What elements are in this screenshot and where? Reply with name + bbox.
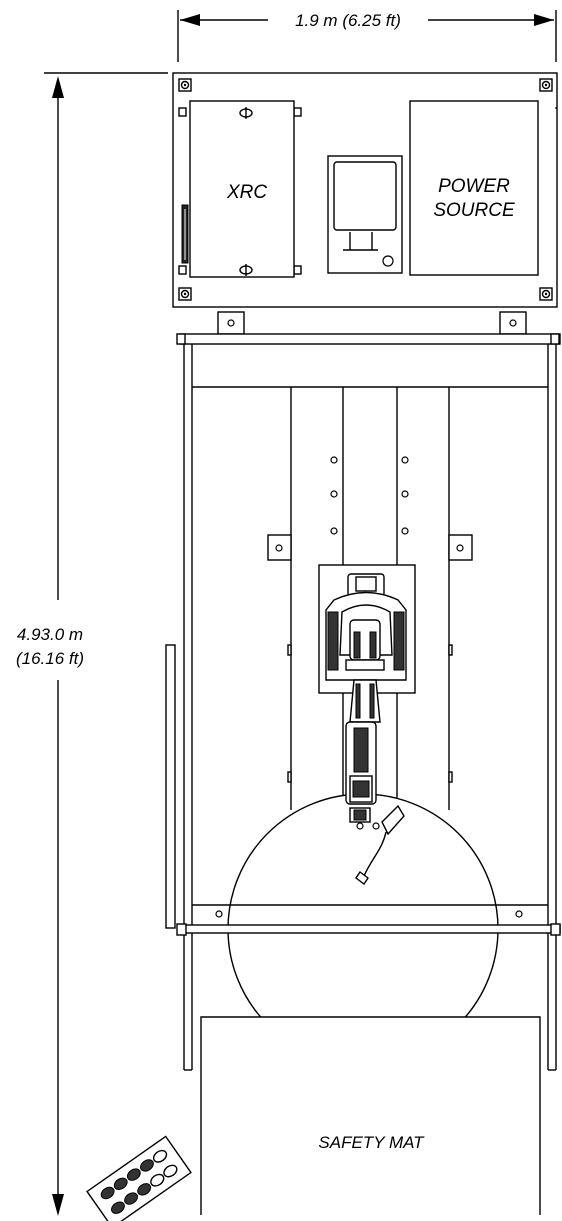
power-source: POWER SOURCE xyxy=(409,100,539,276)
width-dimension-label: 1.9 m (6.25 ft) xyxy=(295,11,401,30)
width-dimension: 1.9 m (6.25 ft) xyxy=(177,10,557,62)
robot-cell-frame xyxy=(165,333,561,1071)
power-source-label-line1: POWER xyxy=(438,176,510,197)
corner-bolt xyxy=(178,78,553,301)
push-button xyxy=(100,1149,178,1214)
robot-arm xyxy=(318,564,416,886)
mounting-tab xyxy=(217,311,527,335)
pendant-holder xyxy=(327,155,403,274)
height-dimension-label-line1: 4.93.0 m xyxy=(17,625,83,644)
xrc-controller: XRC xyxy=(181,100,295,278)
height-dimension: 4.93.0 m (16.16 ft) xyxy=(16,72,168,1216)
xrc-label: XRC xyxy=(226,182,267,203)
controller-cabinet: XRC POWER SOURCE xyxy=(172,72,558,308)
lower-cross-bar xyxy=(176,904,561,936)
height-dimension-label-line2: (16.16 ft) xyxy=(16,649,84,668)
safety-mat-label: SAFETY MAT xyxy=(318,1133,425,1152)
power-source-label-line2: SOURCE xyxy=(433,200,515,221)
safety-mat: SAFETY MAT xyxy=(200,1016,541,1215)
operator-button-panel xyxy=(86,1135,192,1221)
